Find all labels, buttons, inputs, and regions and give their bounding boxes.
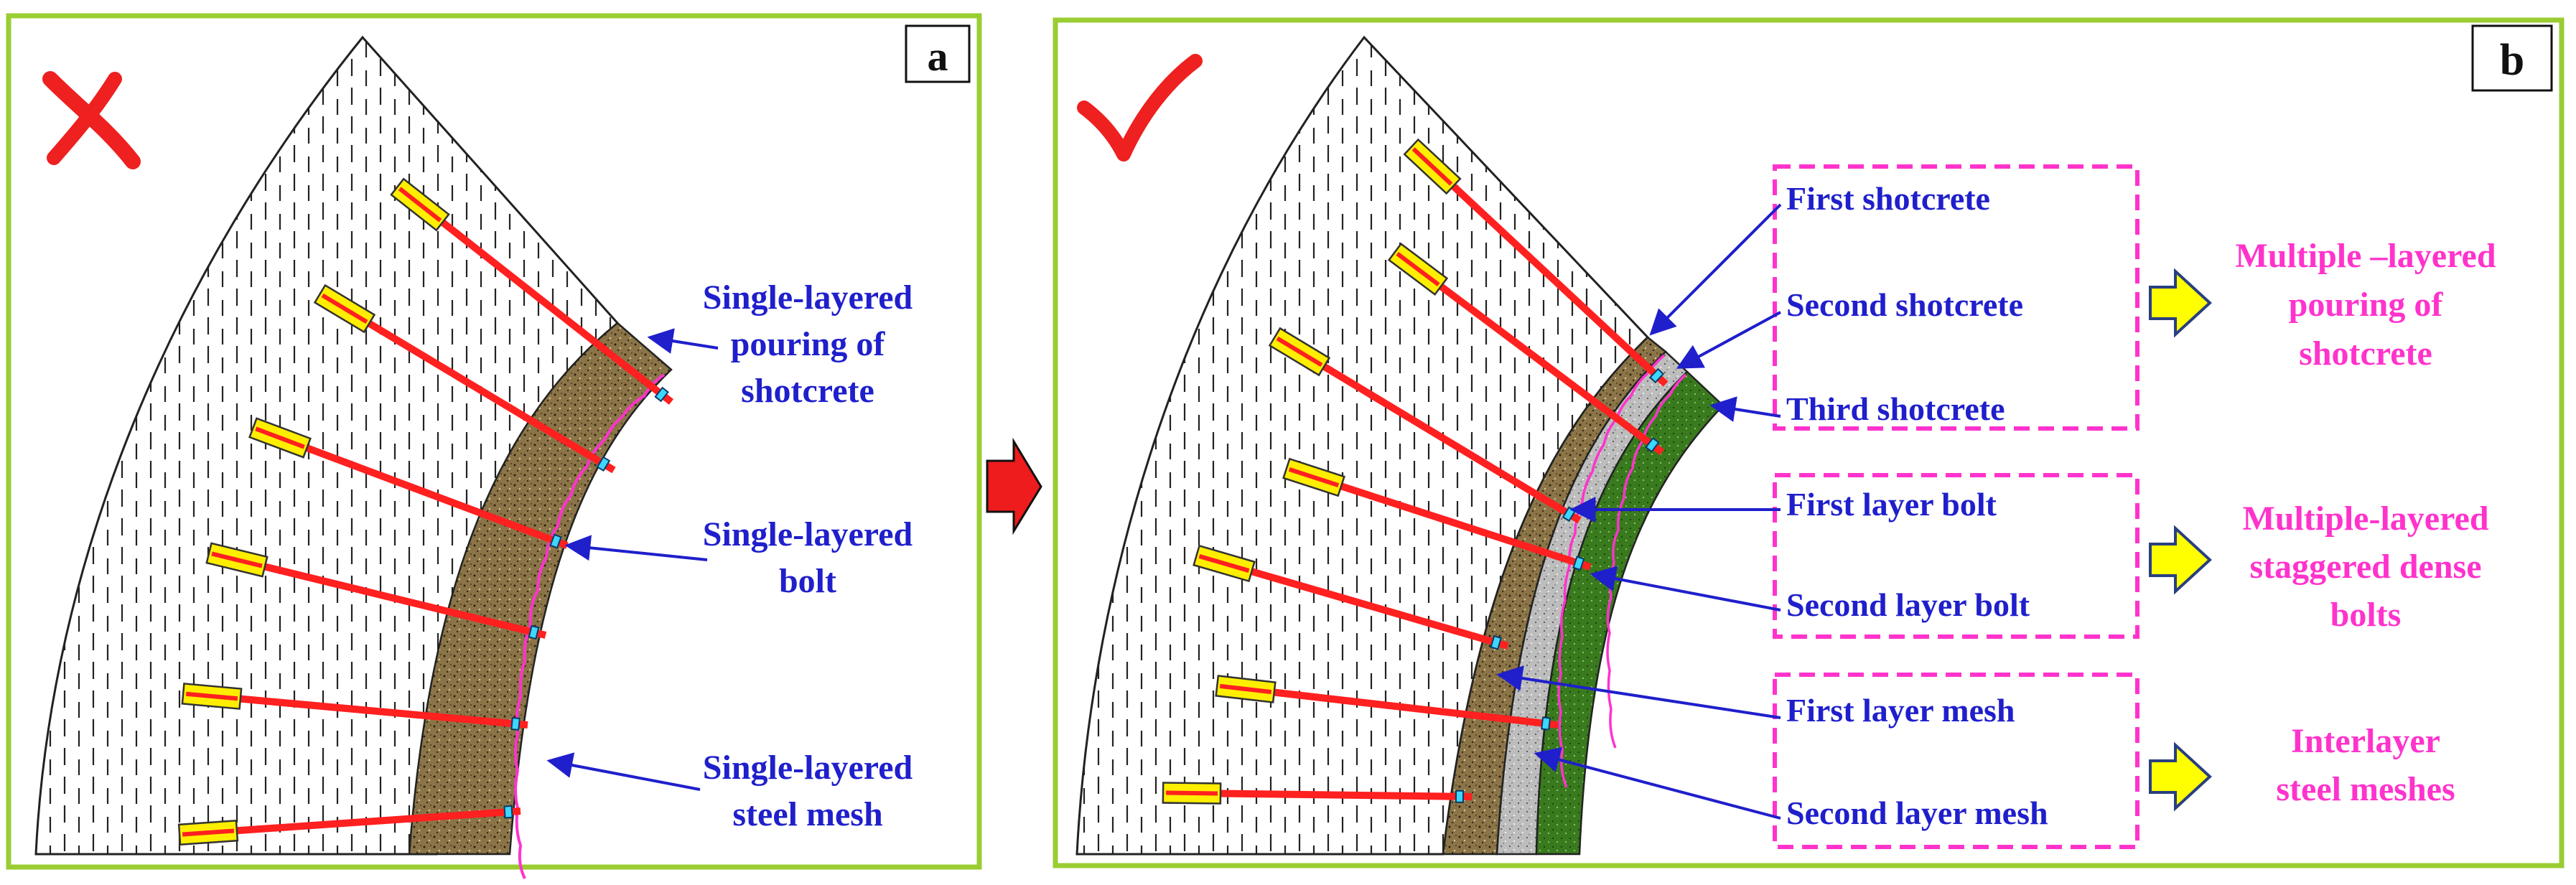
panel-b-first-mesh	[1557, 354, 1666, 788]
result-arrow-bolts-icon	[2149, 525, 2212, 595]
panel-b-frame	[1053, 17, 2565, 868]
result-shotcrete-line3: shotcrete	[2299, 334, 2432, 373]
bolt-b-5	[1193, 544, 1509, 650]
group-box-meshes	[1773, 673, 2139, 849]
callout-third-shotcrete	[1709, 396, 1781, 422]
result-bolts-line3: bolts	[2330, 596, 2402, 634]
label-a-shotcrete-line2: pouring of	[731, 325, 886, 363]
callout-first-mesh	[1496, 665, 1781, 719]
bolt-b-1	[1403, 138, 1669, 387]
label-first-shotcrete: First shotcrete	[1786, 180, 1990, 217]
result-arrow-shotcrete-icon	[2149, 268, 2212, 338]
label-second-shotcrete: Second shotcrete	[1786, 286, 2023, 323]
label-second-mesh: Second layer mesh	[1786, 795, 2048, 831]
check-mark-icon	[1077, 54, 1203, 161]
panel-a: a Single-layered pouring of shotcrete Si…	[6, 13, 982, 879]
group-box-bolts	[1773, 473, 2139, 639]
callout-a-mesh	[546, 752, 701, 791]
callout-a-shotcrete	[647, 328, 719, 354]
bolt-b-3	[1268, 327, 1582, 524]
result-arrow-meshes-icon	[2149, 741, 2212, 812]
bolt-b-6	[1215, 675, 1559, 731]
label-a-bolt-line1: Single-layered	[703, 515, 913, 553]
bolt-b-4	[1282, 457, 1592, 571]
panel-a-tag-box	[905, 24, 971, 83]
result-bolts-line1: Multiple-layered	[2242, 500, 2488, 538]
panel-b-third-shotcrete	[1535, 370, 1725, 856]
result-shotcrete-line1: Multiple –layered	[2235, 237, 2496, 275]
callout-second-bolt	[1590, 566, 1781, 612]
bolt-a-5	[181, 683, 528, 731]
transition-arrow-icon	[986, 437, 1042, 535]
label-third-shotcrete: Third shotcrete	[1786, 390, 2005, 427]
bolt-b-7	[1162, 782, 1473, 805]
bolt-a-4	[205, 542, 547, 640]
label-a-shotcrete-line1: Single-layered	[703, 278, 913, 317]
bolt-a-6	[177, 805, 521, 846]
result-mesh-line2: steel meshes	[2276, 770, 2455, 808]
panel-b-bolts	[1162, 138, 1669, 805]
callout-first-shotcrete	[1649, 203, 1782, 336]
result-shotcrete-line2: pouring of	[2289, 286, 2444, 324]
label-a-mesh-line1: Single-layered	[703, 749, 913, 787]
bolt-b-2	[1387, 243, 1664, 455]
panel-a-tag: a	[928, 33, 948, 80]
panel-b-tag: b	[2500, 36, 2524, 85]
label-second-bolt: Second layer bolt	[1786, 586, 2030, 623]
callout-a-bolt	[564, 535, 708, 561]
panel-a-bolts	[177, 177, 674, 846]
bolt-a-2	[313, 284, 616, 474]
panel-a-frame	[6, 13, 982, 870]
group-box-shotcrete	[1773, 164, 2139, 431]
cross-mark-icon	[42, 71, 141, 169]
panel-a-steel-mesh	[514, 373, 666, 879]
callout-second-shotcrete	[1676, 311, 1781, 369]
result-bolts-line2: staggered dense	[2249, 548, 2481, 586]
label-first-mesh: First layer mesh	[1786, 692, 2015, 729]
panel-b-tag-box	[2471, 24, 2553, 92]
panel-b-second-mesh	[1606, 373, 1687, 749]
callout-second-mesh	[1534, 746, 1781, 820]
panel-b: b First shotcrete Second shotcrete Third…	[1053, 17, 2565, 868]
bolt-a-1	[390, 177, 674, 405]
label-a-mesh-line2: steel mesh	[732, 795, 882, 833]
bolt-a-3	[248, 417, 569, 549]
result-mesh-line1: Interlayer	[2291, 722, 2440, 760]
label-first-bolt: First layer bolt	[1786, 486, 1997, 523]
label-a-shotcrete-line3: shotcrete	[741, 372, 874, 410]
label-a-bolt-line2: bolt	[779, 562, 836, 600]
